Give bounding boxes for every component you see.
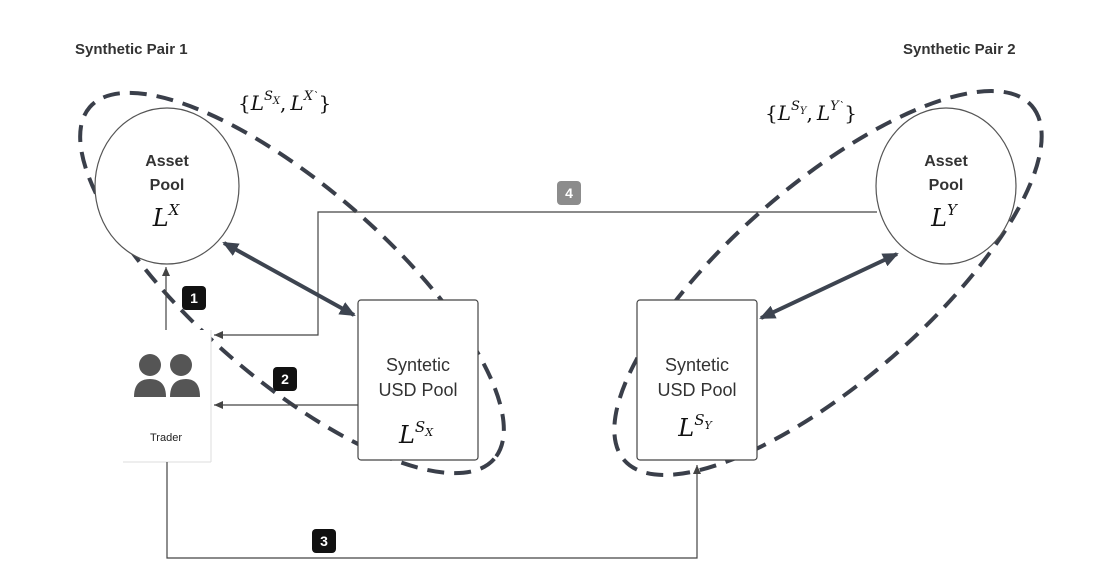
asset-pool-x: Asset Pool LX	[94, 107, 240, 265]
svg-text:Pool: Pool	[150, 177, 185, 194]
users-icon	[134, 354, 200, 397]
pair2-dashed-ellipse	[612, 89, 1044, 477]
svg-text:3: 3	[320, 533, 328, 549]
asset-pool-y: Asset Pool LY	[875, 107, 1017, 265]
step-badge-1: 1	[182, 286, 206, 310]
svg-text:LSX: LSX	[398, 418, 434, 449]
svg-text:LSY: LSY	[677, 411, 713, 442]
pair1-title: Synthetic Pair 1	[75, 41, 188, 58]
pair1-set-label: {LSX,LX`}	[238, 89, 331, 115]
step-badge-2: 2	[273, 367, 297, 391]
svg-text:LY: LY	[930, 201, 959, 232]
svg-text:Syntetic: Syntetic	[386, 355, 450, 375]
svg-text:USD Pool: USD Pool	[378, 380, 457, 400]
svg-text:2: 2	[281, 371, 289, 387]
svg-text:LX: LX	[152, 201, 181, 232]
svg-text:Asset: Asset	[145, 153, 189, 170]
svg-text:Pool: Pool	[929, 177, 964, 194]
flow-step-4-line	[214, 211, 877, 339]
svg-text:4: 4	[565, 185, 573, 201]
pair1-dashed-ellipse	[78, 90, 506, 476]
pair2-title: Synthetic Pair 2	[903, 41, 1016, 58]
step-badge-3: 3	[312, 529, 336, 553]
step-badge-4: 4	[557, 181, 581, 205]
trader-node: Trader	[123, 330, 212, 463]
svg-text:Syntetic: Syntetic	[665, 355, 729, 375]
trader-label: Trader	[150, 432, 182, 444]
usd-pool-x: Syntetic USD Pool LSX	[357, 299, 479, 461]
pair2-set-label: {LSY,LY`}	[765, 99, 857, 125]
exchange-arrow-x	[222, 241, 356, 317]
usd-pool-y: Syntetic USD Pool LSY	[636, 299, 758, 461]
flow-step-3-line	[166, 462, 701, 559]
svg-text:1: 1	[190, 290, 198, 306]
svg-text:USD Pool: USD Pool	[657, 380, 736, 400]
svg-text:Asset: Asset	[924, 153, 968, 170]
exchange-arrow-y	[759, 252, 899, 320]
